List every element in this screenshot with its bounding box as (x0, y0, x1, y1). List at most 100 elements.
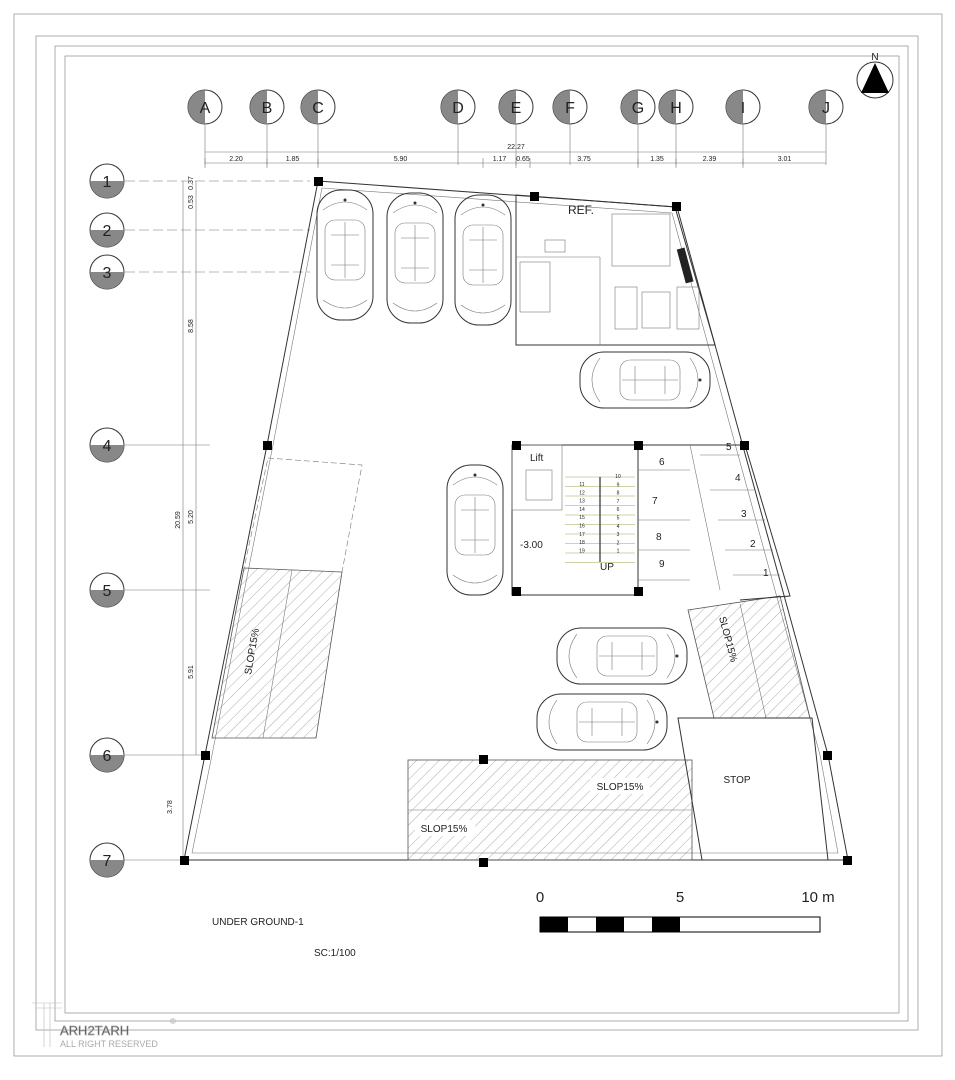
grid-row-label: 5 (103, 583, 112, 600)
stair-number: 16 (579, 524, 585, 530)
grid-bubble-column: C (300, 89, 336, 165)
border-line (54, 45, 909, 1022)
grid-row-label: 4 (103, 438, 112, 455)
stair-number: 3 (617, 532, 620, 538)
dimension-segment: 1.85 (286, 156, 300, 163)
ramp-label: SLOP15% (421, 824, 468, 835)
logo-tagline: ALL RIGHT RESERVED (60, 1039, 158, 1049)
car (446, 464, 504, 596)
logo-name: ARH2TARH (60, 1023, 129, 1038)
dimension-segment: 3.01 (778, 156, 792, 163)
ref-label: REF. (568, 203, 594, 217)
grid-column-label: H (670, 100, 682, 117)
scale-text: SC:1/100 (314, 948, 356, 959)
storage-number: 8 (656, 532, 662, 543)
outer-frame (13, 13, 943, 1057)
scale-bar: 0 5 10 m (536, 889, 835, 933)
grid-bubble-column: A (187, 89, 223, 165)
lift-label: Lift (530, 453, 544, 464)
north-arrow-icon: N (856, 52, 894, 99)
stair-number: 2 (617, 540, 620, 546)
car (556, 627, 688, 685)
border-line (64, 55, 900, 1014)
grid-column-label: E (511, 100, 522, 117)
stair-number: 11 (579, 482, 584, 488)
car (536, 693, 668, 751)
storage-units (638, 444, 791, 601)
grid-column-label: F (565, 100, 575, 117)
stair-number: 10 (615, 474, 621, 480)
grid-row-label: 7 (103, 853, 112, 870)
stop-label: STOP (723, 775, 750, 786)
dimension-segment: 0.65 (516, 156, 530, 163)
stair-number: 15 (579, 515, 585, 521)
grid-column-label: I (741, 100, 745, 117)
dimension-total: 22.27 (507, 144, 525, 151)
up-label: UP (600, 562, 614, 573)
ramp-right: SLOP15% (687, 595, 811, 719)
grid-bubble-column: D (440, 89, 476, 165)
drawing-title: UNDER GROUND-1 (212, 917, 304, 928)
logo: ARH2TARH © ALL RIGHT RESERVED (32, 1002, 176, 1049)
dimension-segment: 1.17 (493, 156, 507, 163)
ramp-bottom: SLOP15% SLOP15% (407, 759, 693, 861)
dimension-segment: 5.91 (188, 665, 195, 679)
scale-label: 10 m (801, 889, 834, 906)
logo-mark: © (170, 1017, 176, 1026)
grid-bubble-column: J (808, 89, 844, 165)
dimension-segment: 5.20 (188, 510, 195, 524)
grid-column-label: J (822, 100, 830, 117)
ramp-label: SLOP15% (597, 782, 644, 793)
dimension-segment: 5.90 (394, 156, 408, 163)
storage-number: 6 (659, 457, 665, 468)
dimension-total: 20.59 (175, 511, 182, 529)
grid-bubble-column: B (249, 89, 285, 165)
grid-row-label: 2 (103, 223, 112, 240)
dimension-segment: 8.58 (188, 319, 195, 333)
grid-bubble-row: 3 (89, 254, 310, 290)
grid-bubble-column: H (658, 89, 694, 165)
stair-number: 7 (617, 499, 620, 505)
stop-area: STOP (677, 717, 829, 861)
grid-column-label: C (312, 100, 324, 117)
stair-number: 13 (579, 499, 585, 505)
scale-label: 0 (536, 889, 544, 906)
grid-row-label: 3 (103, 265, 112, 282)
level-label: -3.00 (520, 540, 543, 551)
grid-bubble-column: G (620, 89, 656, 165)
inner-wall (191, 187, 839, 854)
grid-bubble-row: 5 (89, 572, 210, 608)
dimension-segment: 2.39 (703, 156, 717, 163)
dimension-segment: 3.75 (577, 156, 591, 163)
grid-column-label: A (200, 100, 211, 117)
grid-row-label: 6 (103, 748, 112, 765)
grid-bubble-column: F (552, 89, 588, 165)
grid-bubble-column: I (725, 89, 761, 165)
grid-row-label: 1 (103, 174, 112, 191)
grid-bubble-row: 7 (89, 842, 210, 878)
grid-column-label: B (262, 100, 273, 117)
dimension-segment: 3.78 (167, 800, 174, 814)
car (454, 194, 512, 326)
inner-frame (35, 35, 919, 1031)
dimension-segment: 0.37 (188, 176, 195, 190)
ramp-left: SLOP15% (211, 457, 363, 739)
scale-label: 5 (676, 889, 684, 906)
grid-bubble-row: 1 (89, 163, 310, 199)
stair-number: 17 (579, 532, 585, 538)
storage-number: 1 (763, 568, 769, 579)
dimension-segment: 0.53 (188, 195, 195, 209)
grid-bubble-row: 2 (89, 212, 310, 248)
stair-number: 12 (579, 490, 585, 496)
stair-number: 18 (579, 540, 585, 546)
dimension-segment: 1.35 (650, 156, 664, 163)
storage-number: 9 (659, 559, 665, 570)
storage-number: 5 (726, 442, 732, 453)
stair-number: 19 (579, 548, 585, 554)
grid-bubble-row: 4 (89, 427, 210, 463)
storage-number: 2 (750, 539, 756, 550)
